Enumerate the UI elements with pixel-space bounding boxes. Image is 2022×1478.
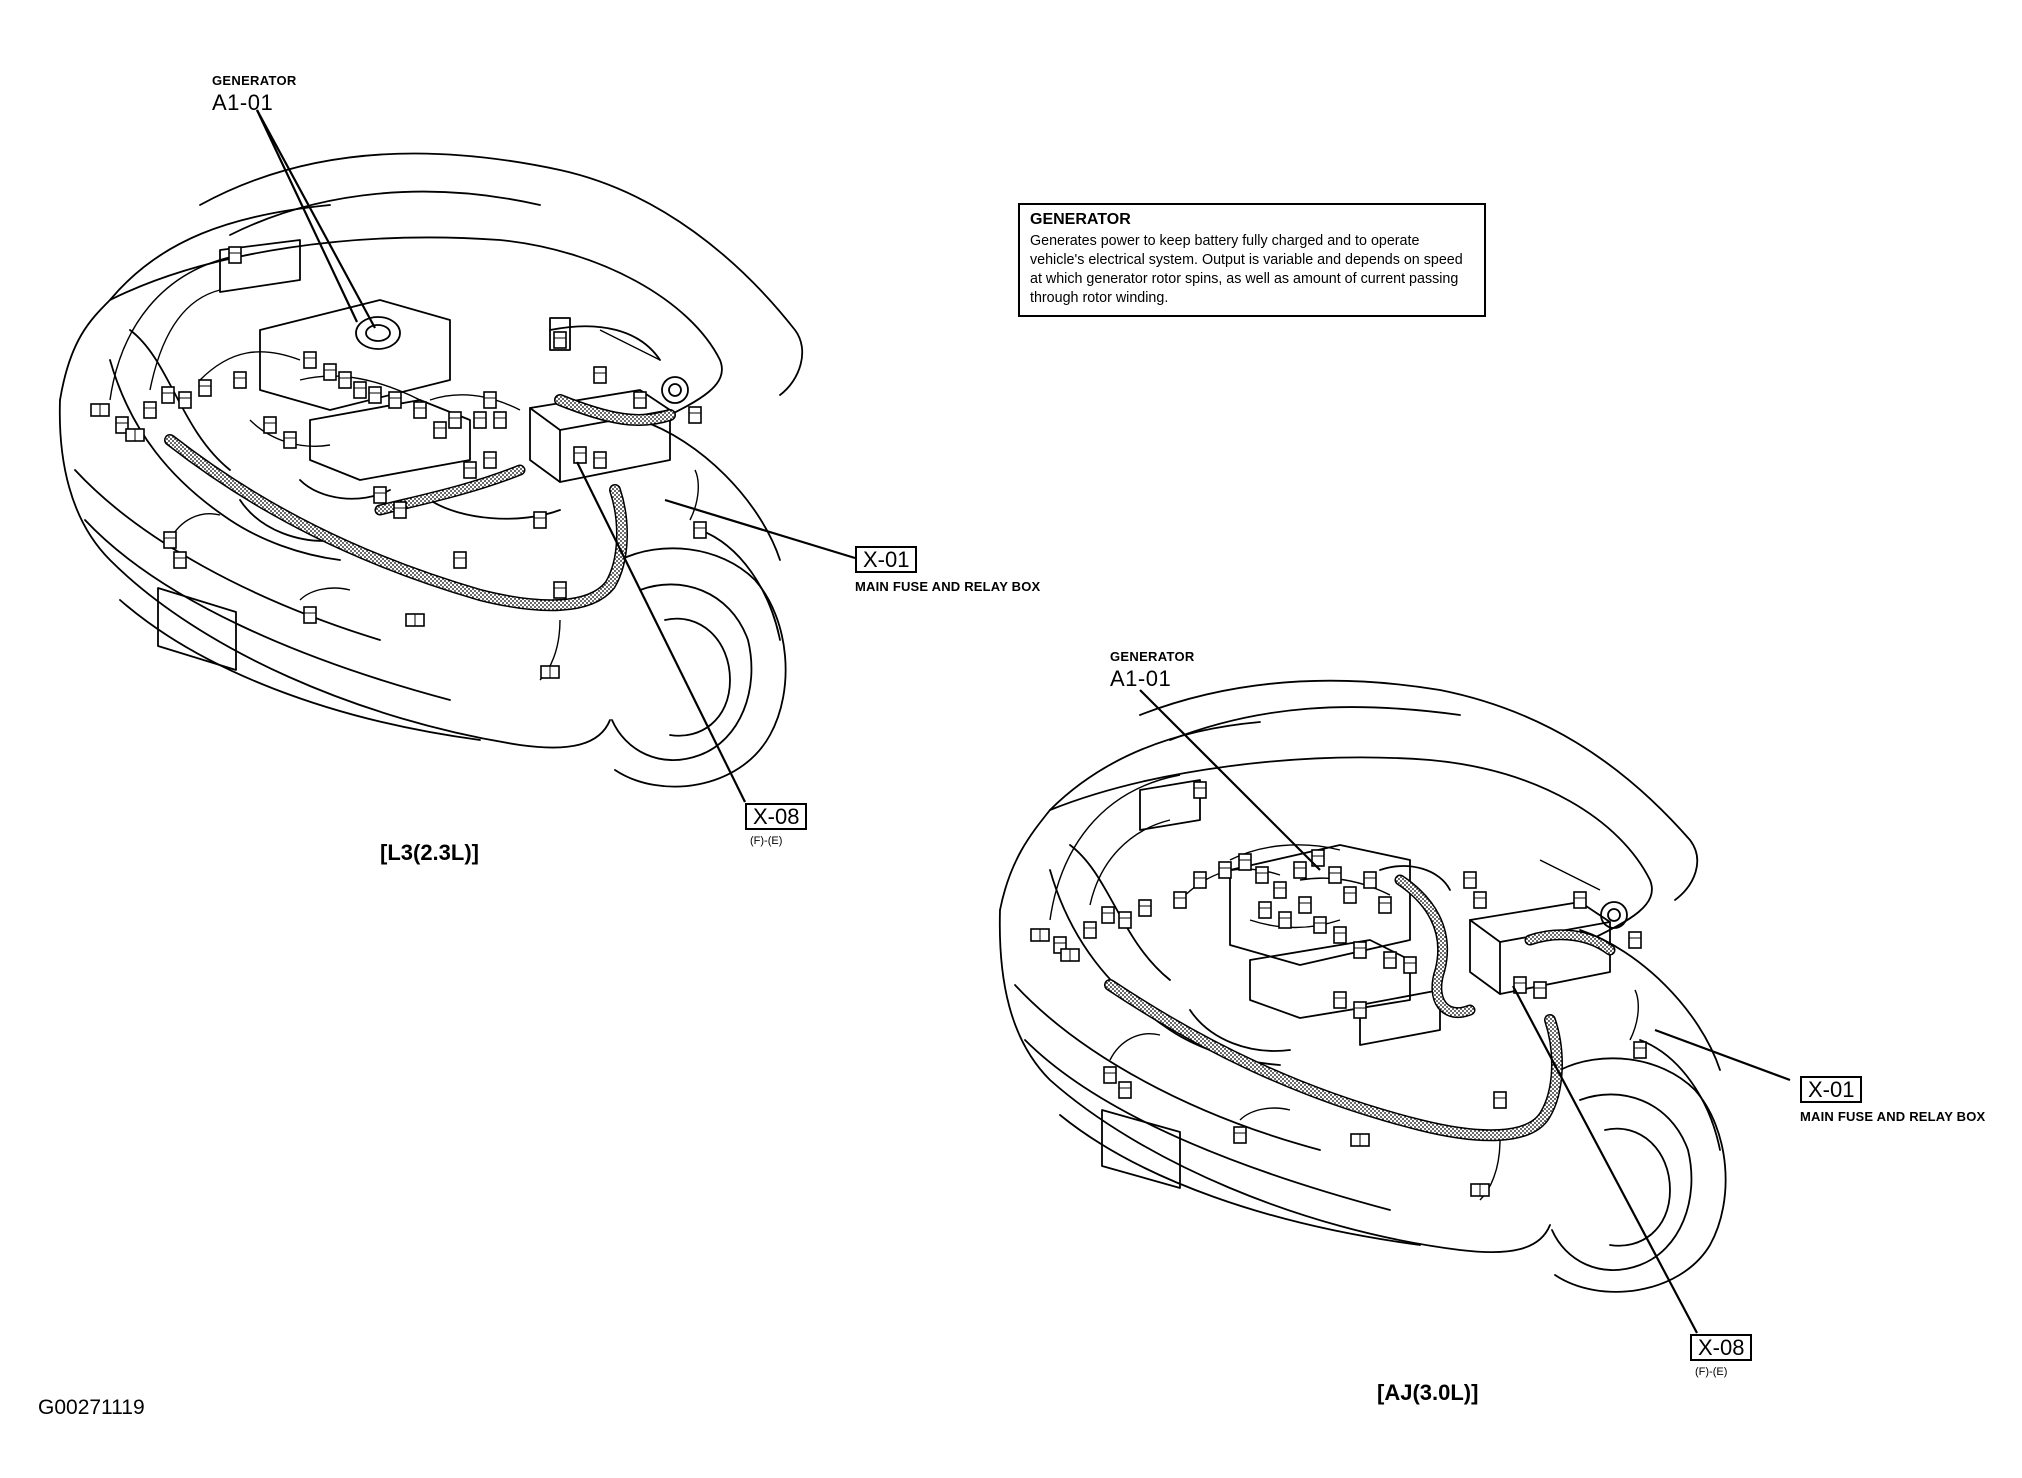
connector-sub-l3: (F)-(E) [750, 835, 783, 847]
aj-engine-bay-diagram [998, 679, 1727, 1293]
l3-engine-bay-diagram [58, 152, 804, 788]
generator-label-l3: GENERATOR [212, 73, 297, 88]
aj-main-harness [1104, 874, 1616, 1142]
leader-lines [256, 109, 1791, 1334]
variant-label-l3: [L3(2.3L)] [380, 840, 479, 865]
fuse-box-code-l3: X-01 [855, 546, 918, 573]
generator-info-box: GENERATOR Generates power to keep batter… [1018, 203, 1486, 317]
info-box-title: GENERATOR [1030, 211, 1131, 228]
variant-label-aj: [AJ(3.0L)] [1377, 1380, 1479, 1405]
connector-code-l3: X-08 [745, 803, 808, 830]
connector-sub-aj: (F)-(E) [1695, 1366, 1728, 1378]
aj-wires [1049, 774, 1639, 1201]
generator-label-aj: GENERATOR [1110, 649, 1195, 664]
connector-code-aj: X-08 [1690, 1334, 1753, 1361]
generator-code-l3: A1-01 [212, 90, 274, 115]
document-id: G00271119 [38, 1396, 145, 1419]
fuse-box-code-aj: X-01 [1800, 1076, 1863, 1103]
fuse-box-name-l3: MAIN FUSE AND RELAY BOX [855, 579, 1041, 594]
info-box-body: Generates power to keep battery fully ch… [1030, 233, 1463, 306]
fuse-box-name-aj: MAIN FUSE AND RELAY BOX [1800, 1109, 1986, 1124]
generator-code-aj: A1-01 [1110, 666, 1172, 691]
l3-main-harness [164, 394, 676, 612]
